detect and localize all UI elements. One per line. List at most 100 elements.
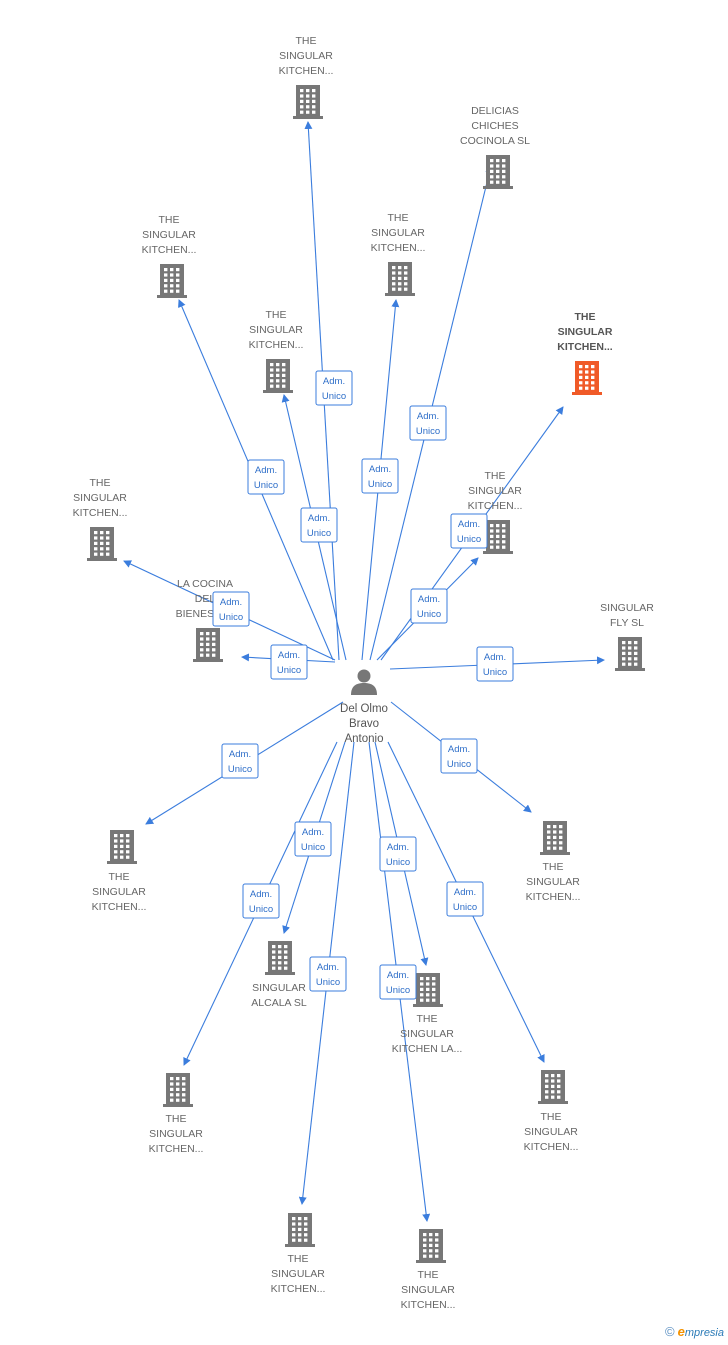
- edge-label-line: Unico: [386, 857, 410, 868]
- company-node-n7[interactable]: THESINGULARKITCHEN...: [468, 470, 523, 554]
- edge-label-line: Adm.: [220, 597, 242, 608]
- company-label-line: KITCHEN...: [279, 65, 334, 77]
- edge-label-line: Adm.: [418, 594, 440, 605]
- company-label-line: SINGULAR: [142, 229, 196, 241]
- building-icon: [263, 359, 293, 393]
- edge-label-line: Unico: [447, 759, 471, 770]
- company-label-line: KITCHEN...: [271, 1283, 326, 1295]
- edge-label-n17: Adm.Unico: [309, 956, 347, 992]
- company-node-n6[interactable]: THESINGULARKITCHEN...: [557, 311, 613, 395]
- person-icon: [351, 669, 377, 695]
- edge-label-n13: Adm.Unico: [294, 821, 332, 857]
- edge-label-line: Unico: [457, 534, 481, 545]
- company-label-line: SINGULAR: [558, 326, 613, 338]
- edge-label-line: Adm.: [308, 513, 330, 524]
- company-node-n16[interactable]: THESINGULARKITCHEN...: [524, 1070, 579, 1153]
- company-label-line: THE: [388, 212, 409, 224]
- building-icon: [265, 941, 295, 975]
- company-label-line: FLY SL: [610, 617, 644, 629]
- company-node-n5[interactable]: THE SINGULAR KITCHEN...: [249, 309, 304, 393]
- building-icon: [483, 520, 513, 554]
- company-label-line: THE: [543, 861, 564, 873]
- company-label-line: THE: [166, 1113, 187, 1125]
- edge-label-n15: Adm. Unico: [242, 883, 280, 919]
- company-node-n8[interactable]: THESINGULARKITCHEN...: [73, 477, 128, 561]
- edge-label-line: Adm.: [484, 652, 506, 663]
- edge-label-line: Unico: [249, 904, 273, 915]
- building-icon: [385, 262, 415, 296]
- company-label-line: SINGULAR: [400, 1028, 454, 1040]
- company-node-n4[interactable]: THE SINGULAR KITCHEN...: [371, 212, 426, 296]
- company-label-line: CHICHES: [471, 120, 518, 132]
- building-icon: [293, 85, 323, 119]
- center-node[interactable]: Del Olmo Bravo Antonio: [340, 669, 388, 746]
- company-node-n11[interactable]: THESINGULARKITCHEN...: [92, 830, 147, 913]
- company-label-line: SINGULAR: [249, 324, 303, 336]
- edge-label-line: Unico: [453, 902, 477, 913]
- company-label-line: KITCHEN...: [371, 242, 426, 254]
- building-icon: [87, 527, 117, 561]
- edge-label-n10: Adm. Unico: [476, 646, 514, 682]
- company-label-line: SINGULAR: [468, 485, 522, 497]
- company-node-n17[interactable]: THESINGULARKITCHEN...: [271, 1213, 326, 1295]
- company-label-line: COCINOLA SL: [460, 135, 530, 147]
- company-label-line: SINGULAR: [279, 50, 333, 62]
- edge-label-line: Adm.: [323, 376, 345, 387]
- edge-label-line: Adm.: [458, 519, 480, 530]
- company-node-n1[interactable]: THE SINGULAR KITCHEN...: [279, 35, 334, 119]
- company-label-line: DEL: [195, 593, 216, 605]
- edge-label-n4: Adm.Unico: [361, 458, 399, 494]
- company-label-line: ALCALA SL: [251, 997, 307, 1009]
- edge-label-n8: Adm.Unico: [212, 591, 250, 627]
- edge-label-n11: Adm.Unico: [221, 743, 259, 779]
- company-label-line: THE: [266, 309, 287, 321]
- edge-label-line: Adm.: [302, 827, 324, 838]
- company-label-line: KITCHEN...: [526, 891, 581, 903]
- edge-label-line: Unico: [322, 391, 346, 402]
- center-label-line-3: Antonio: [344, 733, 383, 745]
- building-icon: [157, 264, 187, 298]
- building-icon: [483, 155, 513, 189]
- brand-logo-initial: e: [677, 1324, 685, 1339]
- company-label-line: KITCHEN...: [249, 339, 304, 351]
- edge-labels-layer: Adm.UnicoAdm.UnicoAdm.UnicoAdm.UnicoAdm.…: [212, 370, 514, 1000]
- company-label-line: KITCHEN...: [468, 500, 523, 512]
- edge-label-n2: Adm.Unico: [409, 405, 447, 441]
- edge-label-line: Unico: [277, 665, 301, 676]
- company-label-line: KITCHEN...: [149, 1143, 204, 1155]
- company-label-line: KITCHEN...: [557, 341, 613, 353]
- company-label-line: SINGULAR: [92, 886, 146, 898]
- edge-label-n16: Adm. Unico: [446, 881, 484, 917]
- company-node-n18[interactable]: THESINGULARKITCHEN...: [401, 1229, 456, 1311]
- center-label-line-2: Bravo: [349, 718, 379, 730]
- edge-label-line: Adm.: [387, 842, 409, 853]
- building-icon: [285, 1213, 315, 1247]
- edge-label-line: Unico: [416, 426, 440, 437]
- edge-label-line: Unico: [386, 985, 410, 996]
- company-node-n15[interactable]: THESINGULARKITCHEN...: [149, 1073, 204, 1155]
- edge-label-n7: Adm.Unico: [410, 588, 448, 624]
- edge-label-line: Adm.: [454, 887, 476, 898]
- company-node-n3[interactable]: THESINGULARKITCHEN...: [142, 214, 197, 298]
- edge-label-line: Adm.: [229, 749, 251, 760]
- building-icon: [163, 1073, 193, 1107]
- building-icon: [193, 628, 223, 662]
- center-label-line-1: Del Olmo: [340, 703, 388, 715]
- copyright-icon: ©: [665, 1324, 675, 1339]
- edge-label-line: Unico: [483, 667, 507, 678]
- building-icon: [107, 830, 137, 864]
- edge-label-n12: Adm.Unico: [440, 738, 478, 774]
- company-label-line: THE: [296, 35, 317, 47]
- building-icon: [572, 361, 602, 395]
- footer-brand: ©empresia: [665, 1324, 724, 1339]
- company-label-line: SINGULAR: [271, 1268, 325, 1280]
- edge-label-line: Adm.: [250, 889, 272, 900]
- building-icon: [416, 1229, 446, 1263]
- company-label-line: SINGULAR: [371, 227, 425, 239]
- company-node-n12[interactable]: THESINGULARKITCHEN...: [526, 821, 581, 903]
